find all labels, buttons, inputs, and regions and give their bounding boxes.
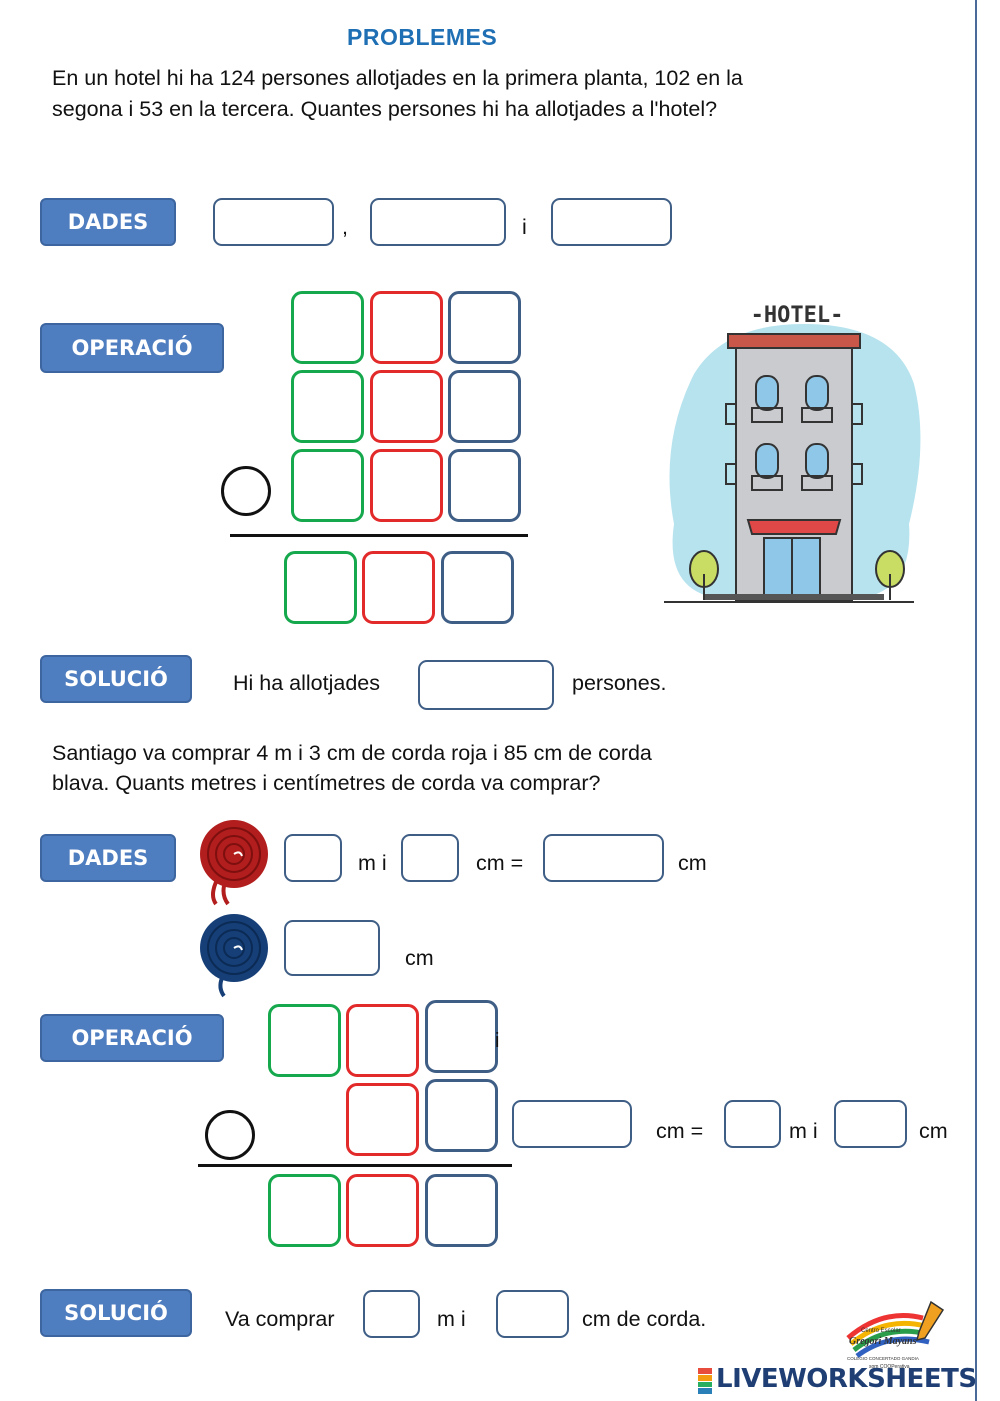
solucio2-meters-input[interactable] xyxy=(363,1290,420,1338)
dades2-cm-label: cm xyxy=(678,851,707,875)
op1-operator-circle[interactable] xyxy=(221,466,271,516)
solucio2-text-after: cm de corda. xyxy=(582,1307,707,1331)
hotel-sign: -HOTEL- xyxy=(751,303,844,328)
problem2-text-line2: blava. Quants metres i centímetres de co… xyxy=(52,771,601,795)
op2-row1-units[interactable] xyxy=(425,1000,498,1073)
op1-row3-units[interactable] xyxy=(448,449,521,522)
op2-operator-circle[interactable] xyxy=(205,1110,255,1160)
dades-label-1: DADES xyxy=(40,198,176,246)
op1-result-units[interactable] xyxy=(441,551,514,624)
dades2-cm-eq-label: cm = xyxy=(476,851,524,875)
dades1-input-2[interactable] xyxy=(370,198,506,246)
dades1-input-3[interactable] xyxy=(551,198,672,246)
op1-row1-hundreds[interactable] xyxy=(291,291,364,364)
school-name-line4: som COOPerativa xyxy=(869,1364,910,1370)
school-name-line2: Gregori Mayans xyxy=(849,1336,917,1347)
page-border xyxy=(975,0,977,1401)
dades1-separator-i: i xyxy=(522,215,527,239)
op1-row2-tens[interactable] xyxy=(370,370,443,443)
solucio2-cm-input[interactable] xyxy=(496,1290,569,1338)
op2-cm-input[interactable] xyxy=(834,1100,907,1148)
op1-row1-units[interactable] xyxy=(448,291,521,364)
dades2-total-cm-input[interactable] xyxy=(543,834,664,882)
op2-sum-line xyxy=(198,1164,512,1167)
tree-right xyxy=(875,550,905,600)
op2-meters-input[interactable] xyxy=(724,1100,781,1148)
op2-result-hundreds[interactable] xyxy=(268,1174,341,1247)
dades2-m-i-label: m i xyxy=(358,851,387,875)
problem2-text-line1: Santiago va comprar 4 m i 3 cm de corda … xyxy=(52,741,652,765)
pencil-icon xyxy=(915,1300,945,1342)
op2-row1-tens[interactable] xyxy=(346,1004,419,1077)
op2-row2-tens[interactable] xyxy=(346,1083,419,1156)
op1-row3-hundreds[interactable] xyxy=(291,449,364,522)
op2-cm-label: cm xyxy=(919,1119,948,1143)
op2-row2-units[interactable] xyxy=(425,1079,498,1152)
op1-row2-units[interactable] xyxy=(448,370,521,443)
tree-left xyxy=(689,550,719,600)
solucio2-m-i-label: m i xyxy=(437,1307,466,1331)
dades2-blue-cm-input[interactable] xyxy=(284,920,380,976)
school-name-line1: Centro Escolar xyxy=(861,1328,901,1334)
op1-result-tens[interactable] xyxy=(362,551,435,624)
problem1-text-line1: En un hotel hi ha 124 persones allotjade… xyxy=(52,66,743,90)
red-rope-icon xyxy=(200,820,268,906)
op1-row1-tens[interactable] xyxy=(370,291,443,364)
blue-rope-icon xyxy=(200,914,268,998)
dades1-separator-comma: , xyxy=(342,215,348,239)
solucio-label-2: SOLUCIÓ xyxy=(40,1289,192,1337)
op2-m-i-label: m i xyxy=(789,1119,818,1143)
school-logo: Centro Escolar Gregori Mayans COLEGIO CO… xyxy=(846,1300,945,1370)
page-title: PROBLEMES xyxy=(347,24,498,50)
operacio-label-1: OPERACIÓ xyxy=(40,323,224,373)
op2-row1-hundreds[interactable] xyxy=(268,1004,341,1077)
op2-cm-eq-label: cm = xyxy=(656,1119,704,1143)
solucio1-text-after: persones. xyxy=(572,671,667,695)
hotel-illustration: -HOTEL- xyxy=(664,303,921,603)
solucio1-text-before: Hi ha allotjades xyxy=(233,671,381,695)
op1-row2-hundreds[interactable] xyxy=(291,370,364,443)
school-name-line3: COLEGIO CONCERTADO GANDIA xyxy=(847,1356,919,1361)
dades-label-2: DADES xyxy=(40,834,176,882)
op1-sum-line xyxy=(230,534,528,537)
op2-result-tens[interactable] xyxy=(346,1174,419,1247)
op2-cm-total-input[interactable] xyxy=(512,1100,632,1148)
dades2-meters-input[interactable] xyxy=(284,834,342,882)
op2-result-units[interactable] xyxy=(425,1174,498,1247)
dades1-input-1[interactable] xyxy=(213,198,334,246)
op1-row3-tens[interactable] xyxy=(370,449,443,522)
solucio-label-1: SOLUCIÓ xyxy=(40,655,192,703)
solucio2-text-before: Va comprar xyxy=(225,1307,335,1331)
dades2-cm-input[interactable] xyxy=(401,834,459,882)
operacio-label-2: OPERACIÓ xyxy=(40,1014,224,1062)
op2-i-mark: i xyxy=(495,1030,500,1052)
op1-result-hundreds[interactable] xyxy=(284,551,357,624)
liveworksheets-brand[interactable]: LIVEWORKSHEETS xyxy=(716,1364,977,1394)
problem1-text-line2: segona i 53 en la tercera. Quantes perso… xyxy=(52,97,718,121)
liveworksheets-logo-icon xyxy=(698,1368,712,1394)
solucio1-input[interactable] xyxy=(418,660,554,710)
dades2-blue-cm-label: cm xyxy=(405,946,434,970)
